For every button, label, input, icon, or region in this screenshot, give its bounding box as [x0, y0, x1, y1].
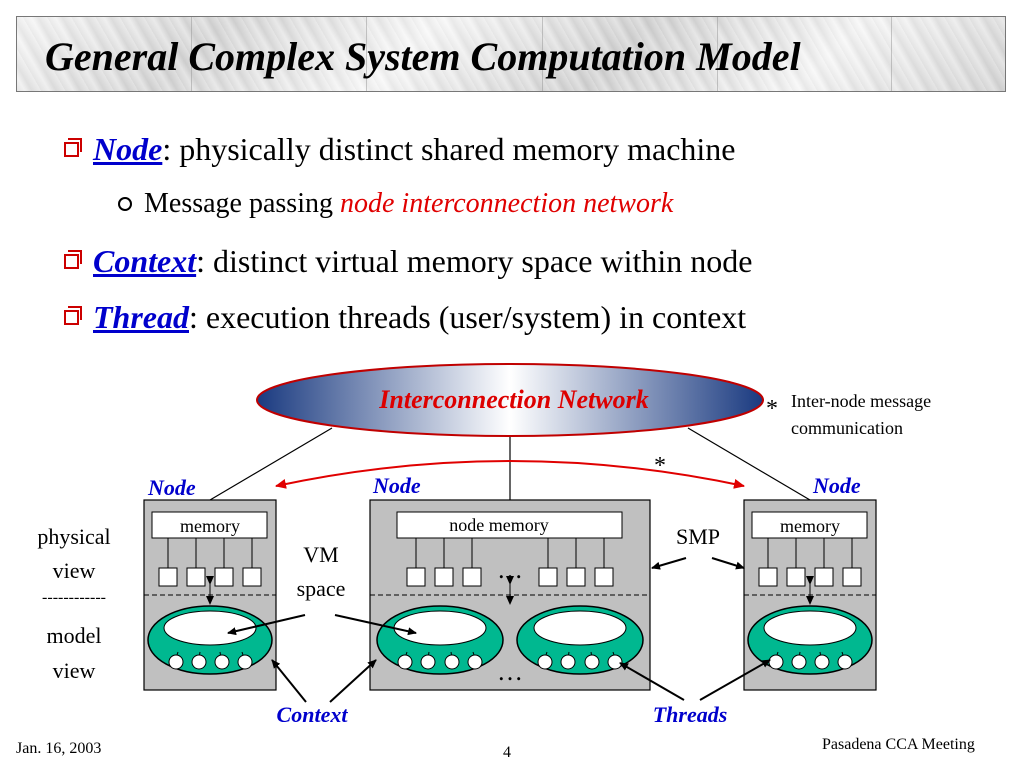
node-center: node memory … … [369, 499, 651, 691]
view-separator: ------------ [42, 589, 106, 606]
ring-bullet-icon [118, 197, 132, 211]
bullet-thread: Thread: execution threads (user/system) … [64, 299, 746, 336]
node-label-right: Node [812, 473, 861, 498]
memory-label-right: memory [780, 516, 840, 536]
bullet-node-text: : physically distinct shared memory mach… [162, 131, 736, 167]
term-node: Node [93, 131, 163, 167]
context-center-1 [376, 605, 504, 675]
bullet-context: Context: distinct virtual memory space w… [64, 243, 752, 280]
memory-label-center: node memory [449, 515, 548, 535]
vm-arrow-right [334, 614, 417, 636]
physical-view-label-1: physical [37, 524, 110, 549]
interconnection-network [256, 363, 764, 437]
node-left: memory [143, 499, 277, 691]
node-label-left: Node [147, 475, 196, 500]
term-context: Context [93, 243, 197, 279]
footer-meeting: Pasadena CCA Meeting [822, 736, 975, 753]
bullet-context-text: : distinct virtual memory space within n… [196, 243, 753, 279]
bullet-thread-text: : execution threads (user/system) in con… [189, 299, 747, 335]
footer-page-number: 4 [503, 744, 511, 761]
star-note-line-1: Inter-node message [791, 391, 931, 411]
vm-arrow-left [227, 614, 306, 636]
star-note-symbol: * [766, 396, 778, 422]
context-arrow-left [271, 659, 307, 703]
square-bullet-icon [64, 306, 82, 325]
processor-ellipsis: … [497, 555, 523, 584]
context-ellipsis: … [497, 657, 523, 686]
context-label: Context [277, 702, 349, 727]
vm-space-label-2: space [297, 576, 346, 601]
context-center-2 [516, 605, 644, 675]
network-label: Interconnection Network [378, 385, 648, 414]
physical-view-label-2: view [53, 558, 96, 583]
network-link-left [209, 427, 333, 501]
context-left [147, 605, 273, 675]
smp-arrow-right [711, 557, 745, 570]
term-thread: Thread [93, 299, 189, 335]
inter-node-message-arrow [275, 460, 745, 489]
threads-arrow-left [619, 662, 685, 701]
smp-label: SMP [676, 524, 720, 549]
model-view-label-1: model [47, 623, 102, 648]
square-bullet-icon [64, 138, 82, 157]
vm-space-label-1: VM [303, 542, 338, 567]
sub-bullet-message-passing: Message passing node interconnection net… [118, 188, 673, 220]
threads-label: Threads [653, 702, 728, 727]
threads-arrow-right [699, 659, 771, 701]
node-label-center: Node [372, 473, 421, 498]
node-right: memory [743, 499, 877, 691]
footer-date: Jan. 16, 2003 [16, 740, 102, 757]
sub-bullet-highlight: node interconnection network [339, 188, 674, 219]
context-right [747, 605, 873, 675]
title-banner: General Complex System Computation Model [16, 16, 1006, 92]
sub-bullet-text: Message passing [144, 188, 340, 219]
star-note-line-2: communication [791, 418, 903, 438]
slide-title: General Complex System Computation Model [45, 34, 801, 79]
bullet-node: Node: physically distinct shared memory … [64, 131, 736, 168]
memory-label-left: memory [180, 516, 240, 536]
square-bullet-icon [64, 250, 82, 269]
arrow-star: * [654, 453, 666, 479]
context-arrow-right [329, 659, 377, 703]
network-link-right [687, 427, 811, 501]
model-view-label-2: view [53, 658, 96, 683]
smp-arrow-left [651, 557, 687, 570]
